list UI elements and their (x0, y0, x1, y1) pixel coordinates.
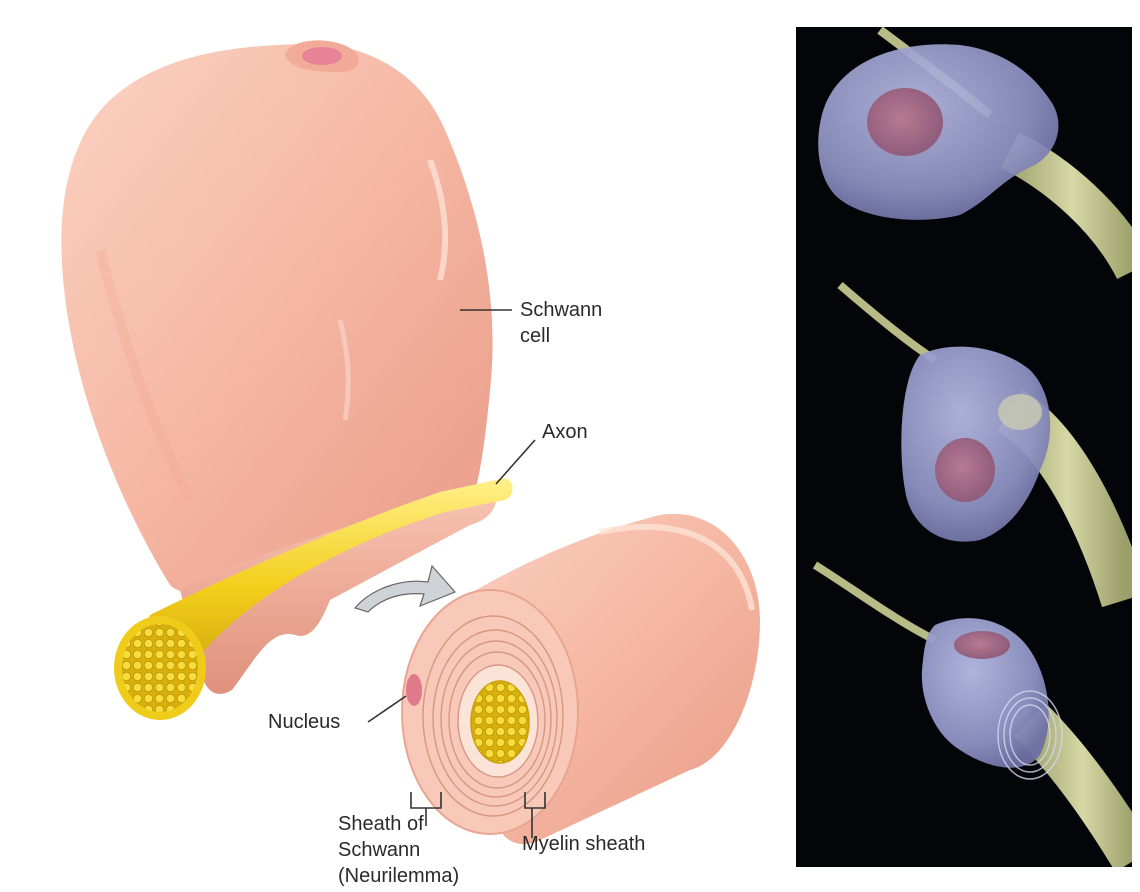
schwann-spot (302, 47, 342, 65)
stage-1 (818, 27, 1132, 280)
axon-cross-section (122, 624, 198, 712)
label-myelin-sheath: Myelin sheath (522, 833, 645, 855)
stage-3-cell (921, 618, 1049, 768)
stage-2 (837, 281, 1132, 608)
label-nucleus: Nucleus (268, 711, 340, 733)
stage-1-nucleus (867, 88, 943, 156)
nucleus-shape (406, 674, 422, 706)
schwann-cell-body (61, 43, 493, 594)
label-sheath-of-schwann-line3: (Neurilemma) (338, 865, 459, 887)
stage-2-nucleus (935, 438, 995, 502)
schwann-cell-wrap (180, 490, 497, 694)
label-axon: Axon (542, 421, 588, 443)
label-sheath-of-schwann-line1: Sheath of (338, 813, 424, 835)
axon-core (470, 680, 530, 764)
schwann-cell-illustration: Schwann cell Axon Nucleus Sheath of Schw… (61, 40, 760, 887)
myelination-stages-panel (796, 27, 1132, 867)
label-schwann-cell-line2: cell (520, 325, 550, 347)
stage-3-nucleus (954, 631, 1010, 659)
label-sheath-of-schwann-line2: Schwann (338, 839, 420, 861)
leader-lines (367, 309, 546, 838)
axon (114, 478, 513, 720)
rotation-arrow-icon (353, 564, 457, 613)
label-schwann-cell-line1: Schwann (520, 299, 602, 321)
stage-3 (812, 561, 1132, 867)
myelin-cross-section (401, 513, 760, 845)
